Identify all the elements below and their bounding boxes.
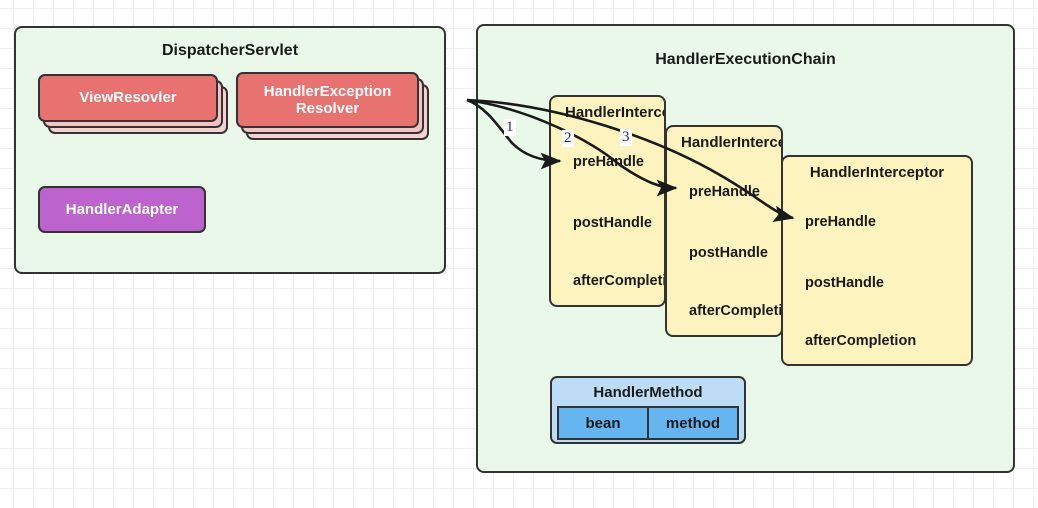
handler-interceptor-2[interactable]: HandlerInterceptor preHandle postHandle …: [665, 125, 783, 337]
arrow-label-2: 2: [562, 130, 574, 147]
handler-interceptor-1-method-posthandle: postHandle: [573, 215, 652, 231]
handler-method-title: HandlerMethod: [593, 384, 703, 401]
handler-adapter-label: HandlerAdapter: [65, 201, 179, 218]
handler-interceptor-3-method-aftercompletion: afterCompletion: [805, 333, 917, 349]
handler-adapter-card[interactable]: HandlerAdapter: [38, 186, 206, 233]
handler-interceptor-1-method-prehandle: preHandle: [573, 154, 644, 170]
view-resolver-label: ViewResovler: [79, 89, 177, 107]
handler-interceptor-2-method-aftercompletion: afterCompletion: [689, 303, 783, 319]
handler-interceptor-1-title: HandlerInterceptor: [565, 104, 664, 121]
arrow-label-1: 1: [504, 119, 516, 136]
dispatcher-servlet-container: DispatcherServlet: [14, 26, 446, 274]
handler-method-cell-bean[interactable]: bean: [559, 408, 647, 438]
handler-interceptor-1[interactable]: HandlerInterceptor preHandle postHandle …: [549, 95, 666, 307]
handler-interceptor-3[interactable]: HandlerInterceptor preHandle postHandle …: [781, 155, 973, 366]
handler-interceptor-2-method-prehandle: preHandle: [689, 184, 760, 200]
handler-method-box[interactable]: HandlerMethod bean method: [550, 376, 746, 444]
handler-exception-resolver-label-line2: Resolver: [295, 100, 360, 117]
handler-interceptor-3-method-posthandle: postHandle: [805, 275, 884, 291]
handler-exception-resolver-label-line1: HandlerException: [263, 82, 392, 100]
handler-method-cell-method[interactable]: method: [647, 408, 737, 438]
dispatcher-servlet-title: DispatcherServlet: [161, 42, 299, 59]
handler-interceptor-2-title: HandlerInterceptor: [681, 134, 781, 151]
handler-interceptor-3-title: HandlerInterceptor: [809, 164, 945, 181]
handler-interceptor-2-method-posthandle: postHandle: [689, 245, 768, 261]
arrow-label-3: 3: [620, 129, 632, 146]
view-resolver-stack-layer-top[interactable]: ViewResovler: [38, 74, 218, 122]
view-resolver-card[interactable]: ViewResovler: [38, 74, 230, 136]
handler-exception-resolver-card[interactable]: HandlerException Resolver: [236, 72, 434, 142]
handler-exception-resolver-stack-layer-top[interactable]: HandlerException Resolver: [236, 72, 419, 128]
handler-interceptor-1-method-aftercompletion: afterCompletion: [573, 273, 666, 289]
handler-interceptor-3-method-prehandle: preHandle: [805, 214, 876, 230]
handler-method-cells: bean method: [557, 406, 739, 440]
handler-execution-chain-title: HandlerExecutionChain: [655, 51, 836, 68]
